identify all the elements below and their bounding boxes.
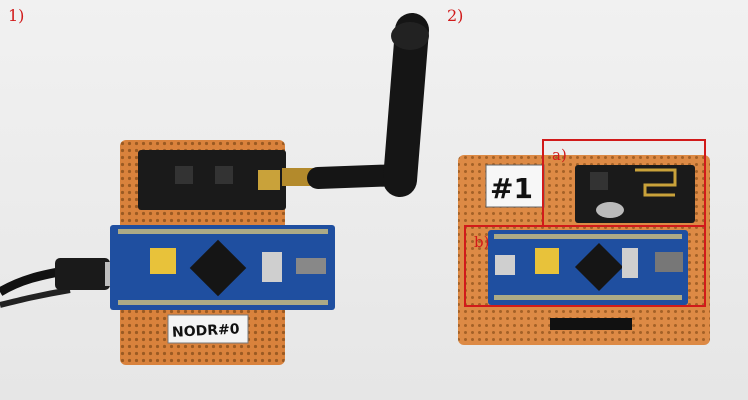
- right-handwritten-label: #1: [490, 172, 533, 205]
- callout-a-label: a): [552, 146, 567, 164]
- antenna-icon: [307, 13, 429, 197]
- callout-b-label: b): [474, 233, 489, 251]
- left-label-tag: [167, 314, 249, 344]
- left-rf-module: [138, 150, 286, 210]
- right-label-tag: [485, 164, 545, 208]
- callout-b-box: [464, 225, 706, 307]
- left-assembly: NODR#0: [0, 13, 429, 365]
- panel-2-label: 2): [447, 6, 464, 25]
- right-assembly: #1: [458, 155, 710, 345]
- panel-1-label: 1): [8, 6, 25, 25]
- left-handwritten-label: NODR#0: [172, 321, 240, 341]
